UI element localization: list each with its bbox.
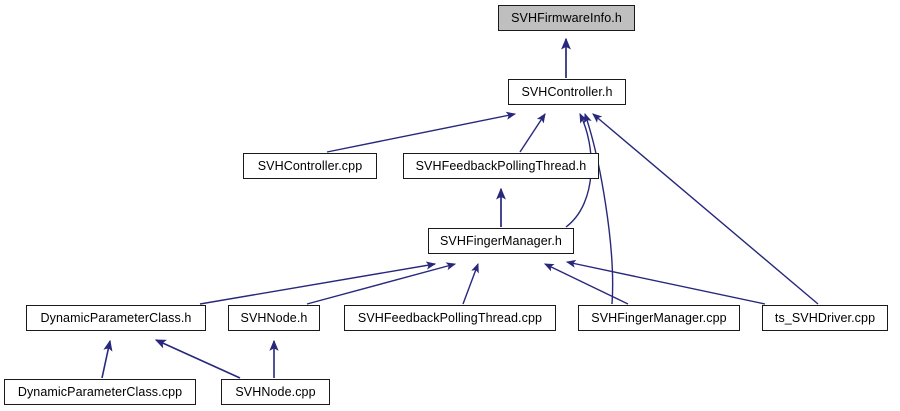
node-label: SVHController.h xyxy=(521,84,613,99)
edge-svhfingermanager-cpp-to-svhfingermanager-h xyxy=(543,263,629,305)
node-label: SVHFeedbackPollingThread.cpp xyxy=(357,310,543,325)
node-svhcontroller-cpp[interactable]: SVHController.cpp xyxy=(243,153,377,179)
edge-svhfingermanager-cpp-to-svhcontroller-h xyxy=(583,112,614,305)
edge-svhfeedbackpollingthread-h-to-svhcontroller-h xyxy=(519,113,546,153)
edge-svhnode-h-to-svhfingermanager-h xyxy=(306,262,457,305)
node-label: SVHFirmwareInfo.h xyxy=(511,10,622,25)
node-svhfirmwareinfo-h[interactable]: SVHFirmwareInfo.h xyxy=(498,5,635,31)
edge-dynamicparameterclass-h-to-svhfingermanager-h xyxy=(199,261,437,305)
node-label: SVHController.cpp xyxy=(257,158,363,173)
edge-svhnode-cpp-to-dynamicparameterclass-h xyxy=(154,339,241,379)
node-label: SVHNode.h xyxy=(240,310,308,325)
node-label: SVHFeedbackPollingThread.h xyxy=(415,158,587,173)
node-svhfingermanager-h[interactable]: SVHFingerManager.h xyxy=(428,228,574,254)
node-ts-svhdriver-cpp[interactable]: ts_SVHDriver.cpp xyxy=(762,305,888,331)
node-label: SVHNode.cpp xyxy=(235,384,316,399)
edge-ts-svhdriver-cpp-to-svhfingermanager-h xyxy=(565,259,766,305)
node-svhfeedbackpollingthread-cpp[interactable]: SVHFeedbackPollingThread.cpp xyxy=(344,305,556,331)
node-label: ts_SVHDriver.cpp xyxy=(774,310,876,325)
node-svhfingermanager-cpp[interactable]: SVHFingerManager.cpp xyxy=(578,305,740,331)
node-dynamicparameterclass-h[interactable]: DynamicParameterClass.h xyxy=(26,305,206,331)
node-svhnode-cpp[interactable]: SVHNode.cpp xyxy=(221,379,330,405)
node-svhfeedbackpollingthread-h[interactable]: SVHFeedbackPollingThread.h xyxy=(403,153,599,179)
edge-svhcontroller-cpp-to-svhcontroller-h xyxy=(326,111,517,153)
edge-ts-svhdriver-cpp-to-svhcontroller-h xyxy=(592,113,819,305)
edge-dynamicparameterclass-cpp-to-dynamicparameterclass-h xyxy=(101,339,113,379)
node-label: DynamicParameterClass.cpp xyxy=(17,384,183,399)
node-label: SVHFingerManager.h xyxy=(439,233,562,248)
node-svhnode-h[interactable]: SVHNode.h xyxy=(228,305,320,331)
node-dynamicparameterclass-cpp[interactable]: DynamicParameterClass.cpp xyxy=(4,379,196,405)
node-label: DynamicParameterClass.h xyxy=(40,310,192,325)
node-label: SVHFingerManager.cpp xyxy=(591,310,727,325)
node-svhcontroller-h[interactable]: SVHController.h xyxy=(508,79,626,105)
edge-svhfeedbackpollingthread-cpp-to-svhfingermanager-h xyxy=(462,262,479,305)
